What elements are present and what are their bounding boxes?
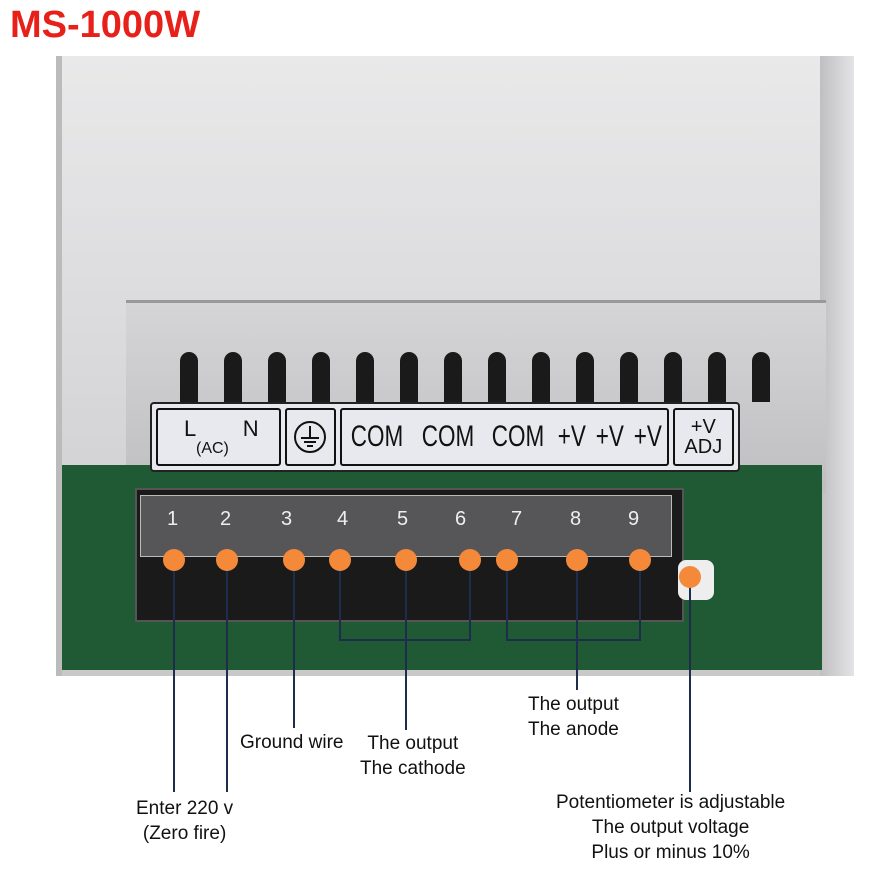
adj-bottom: ADJ [684, 436, 723, 458]
terminal-label: L N (AC) COM COM COM +V +V +V +V ADJ [150, 402, 740, 472]
terminal-number: 5 [397, 508, 409, 530]
adj-top: +V [690, 416, 716, 438]
vent-slot [356, 352, 374, 402]
potentiometer-marker [679, 566, 701, 588]
input-line-2: (Zero fire) [142, 823, 227, 844]
pot-line-2: The output voltage [591, 817, 750, 838]
terminal-marker [496, 549, 518, 571]
vent-slot [224, 352, 242, 402]
vent-slot [532, 352, 550, 402]
output-label: COM COM COM +V +V +V [340, 408, 669, 466]
terminal-number: 2 [220, 508, 232, 530]
vent-slot [444, 352, 462, 402]
ground-annotation: Ground wire [240, 732, 344, 753]
terminal-marker [283, 549, 305, 571]
vent-slot [752, 352, 770, 402]
vent-slot [708, 352, 726, 402]
terminal-number: 1 [167, 508, 179, 530]
ac-input-label: L N (AC) [156, 408, 281, 466]
terminal-number: 7 [511, 508, 523, 530]
l-label: L [184, 416, 197, 441]
cathode-line-2: The cathode [360, 758, 466, 779]
vent-slot [576, 352, 594, 402]
terminal-marker [395, 549, 417, 571]
terminal-cover [140, 495, 672, 557]
vent-slot [664, 352, 682, 402]
terminal-number: 8 [570, 508, 582, 530]
v-label: +V [633, 420, 662, 453]
cathode-line-1: The output [367, 733, 459, 754]
terminal-marker [329, 549, 351, 571]
vent-slot [400, 352, 418, 402]
terminal-number: 6 [455, 508, 467, 530]
leader-anode-bracket [506, 560, 641, 641]
product-title: MS-1000W [10, 4, 201, 46]
vent-slot [312, 352, 330, 402]
v-label: +V [595, 420, 624, 453]
vent-slot [488, 352, 506, 402]
pot-line-3: Plus or minus 10% [591, 842, 750, 863]
input-annotation: Enter 220 v (Zero fire) [136, 796, 233, 846]
terminal-marker [566, 549, 588, 571]
terminal-marker [163, 549, 185, 571]
input-line-1: Enter 220 v [136, 798, 234, 819]
com-label: COM [421, 420, 474, 453]
adj-label: +V ADJ [672, 408, 734, 466]
terminal-number: 3 [281, 508, 293, 530]
ground-icon [284, 408, 337, 466]
ac-label: (AC) [196, 440, 229, 457]
pot-line-1: Potentiometer is adjustable [556, 792, 786, 813]
vent-slot [268, 352, 286, 402]
vent-slot [180, 352, 198, 402]
terminal-marker [629, 549, 651, 571]
v-label: +V [557, 420, 587, 453]
terminal-number: 4 [337, 508, 349, 530]
terminal-marker [216, 549, 238, 571]
vent-slot [620, 352, 638, 402]
com-label: COM [351, 420, 404, 453]
terminal-number: 9 [628, 508, 640, 530]
com-label: COM [491, 420, 545, 453]
anode-line-1: The output [528, 694, 619, 715]
terminal-marker [459, 549, 481, 571]
anode-line-2: The anode [528, 719, 619, 740]
n-label: N [242, 416, 259, 441]
